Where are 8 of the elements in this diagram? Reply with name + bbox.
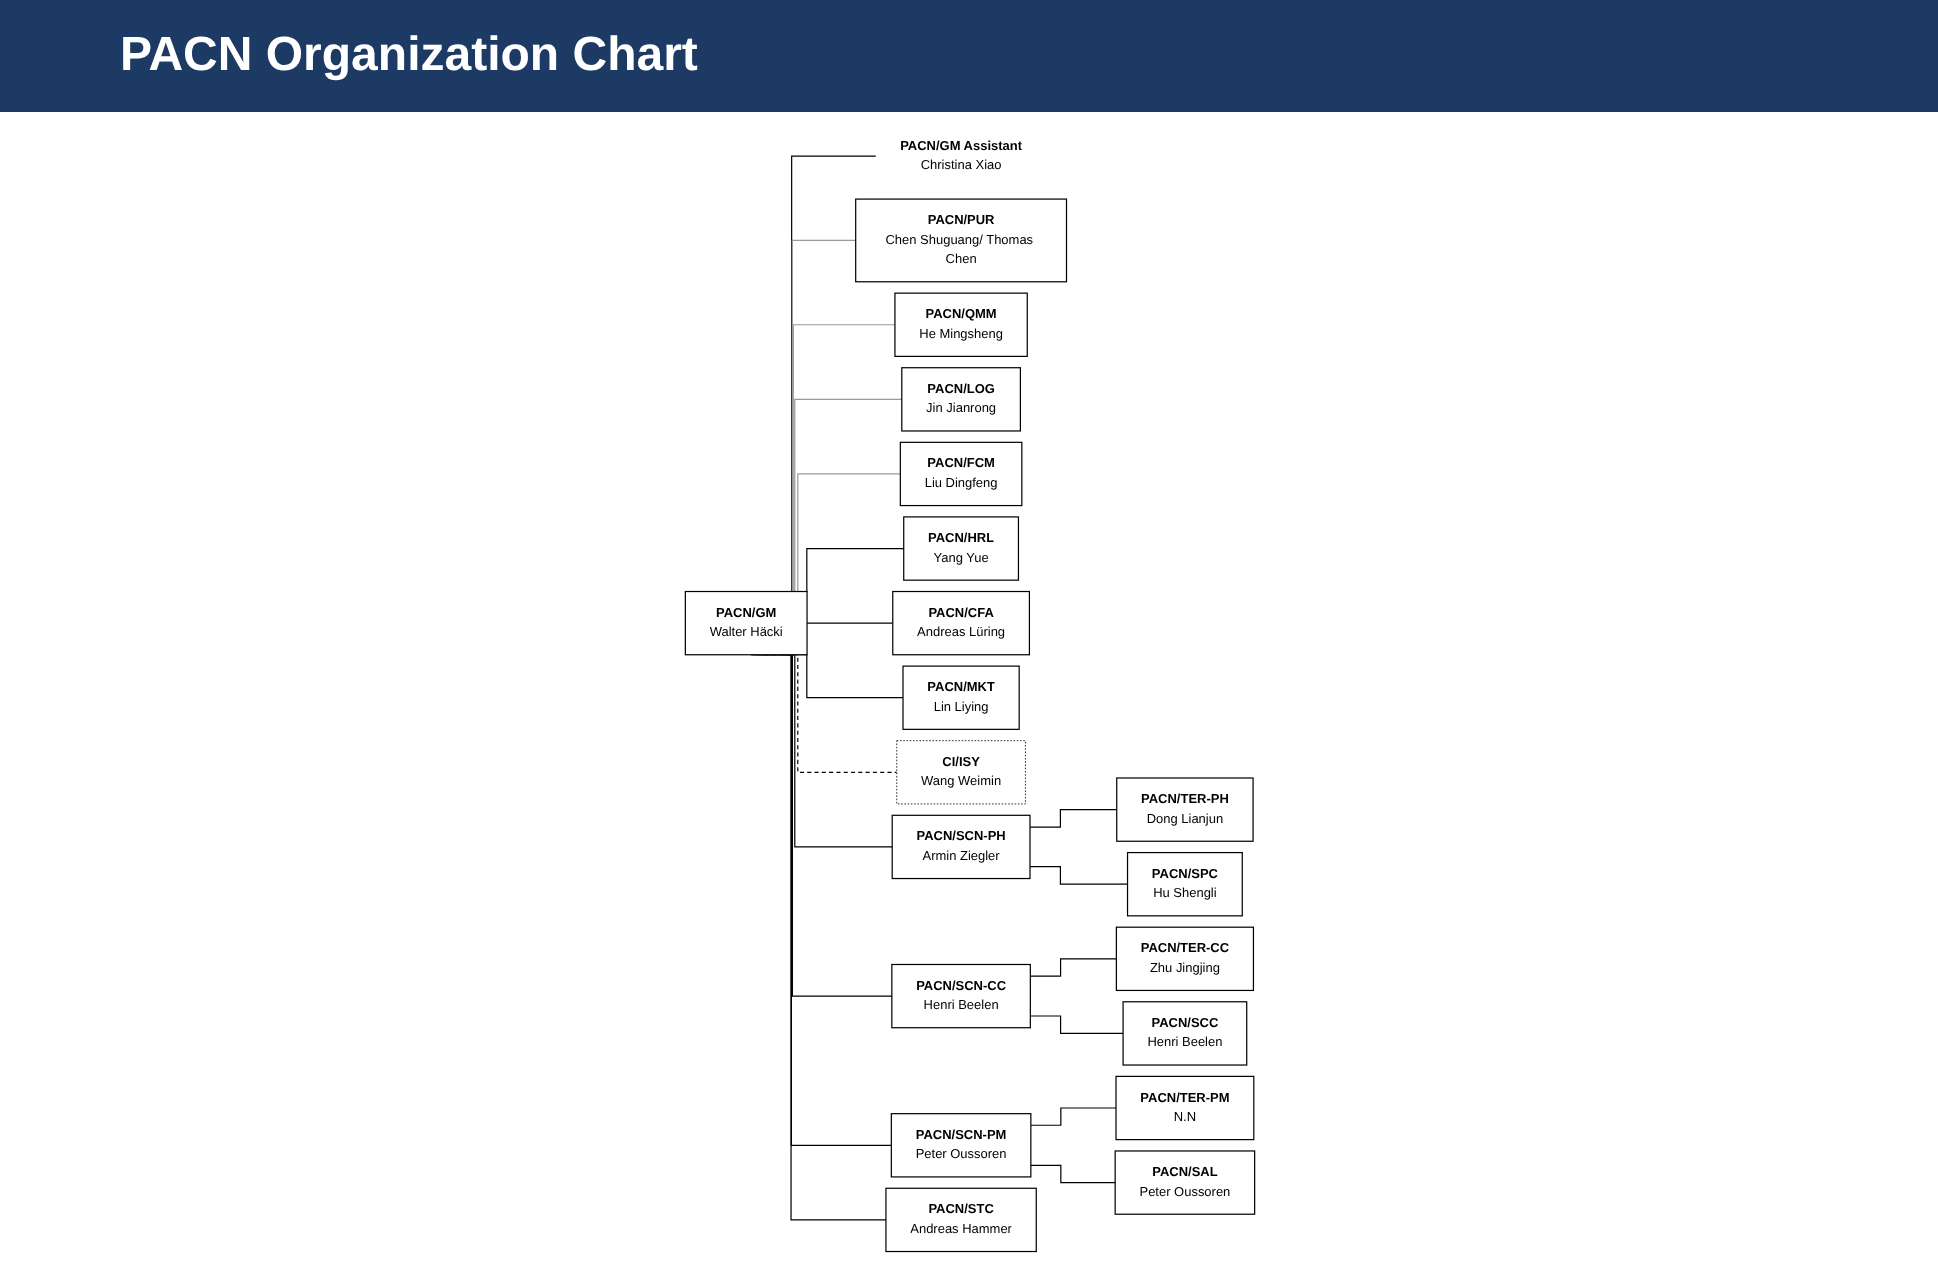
connector	[805, 621, 893, 623]
connector	[1029, 1163, 1115, 1183]
connector	[1028, 865, 1128, 884]
chart-title: PACN Organization Chart	[120, 28, 698, 84]
connector	[1029, 1106, 1116, 1125]
connector	[1028, 1014, 1123, 1033]
connector	[1028, 957, 1116, 976]
connector	[1028, 808, 1117, 827]
